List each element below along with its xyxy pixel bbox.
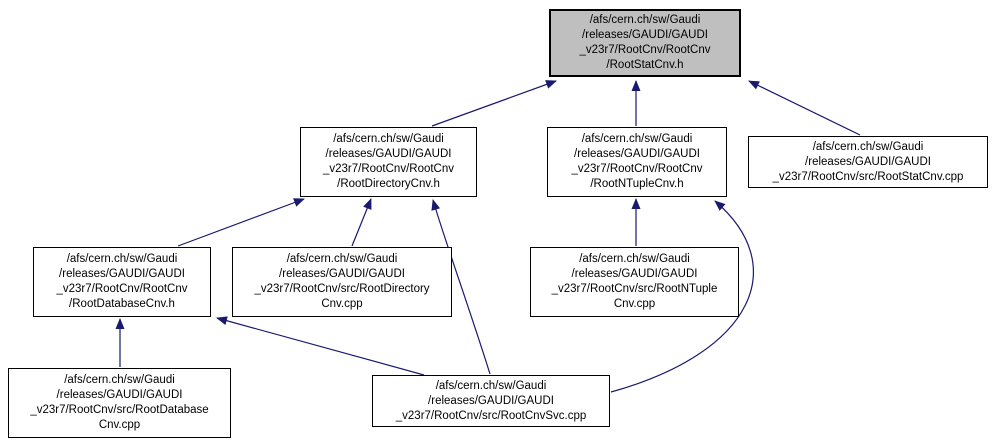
node-label-line: Cnv.cpp xyxy=(321,298,363,310)
node-label-line: _v23r7/RootCnv/RootCnv xyxy=(56,283,188,295)
node-label-line: /releases/GAUDI/GAUDI xyxy=(325,148,452,160)
edge-rootstatcnv-cpp-to-rootstatcnv-h xyxy=(748,80,861,136)
node-label-line: /afs/cern.ch/sw/Gaudi xyxy=(64,374,175,386)
node-label-line: /releases/GAUDI/GAUDI xyxy=(279,268,405,280)
node-label-line: /releases/GAUDI/GAUDI xyxy=(582,29,708,41)
node-label-line: /releases/GAUDI/GAUDI xyxy=(574,148,700,160)
node-label-line: /releases/GAUDI/GAUDI xyxy=(56,389,183,401)
edge-rootcnvsvc-cpp-to-rootdirectorycnv-h xyxy=(431,199,491,375)
node-label-line: _v23r7/RootCnv/RootCnv xyxy=(579,44,711,56)
node-label-line: /afs/cern.ch/sw/Gaudi xyxy=(812,140,924,153)
node-label-line: /RootNTupleCnv.h xyxy=(590,178,684,190)
node-label-line: /RootDatabaseCnv.h xyxy=(69,298,175,310)
node-label-line: /releases/GAUDI/GAUDI xyxy=(805,155,931,168)
node-label-line: _v23r7/RootCnv/src/RootNTuple xyxy=(551,283,718,295)
node-label-line: _v23r7/RootCnv/RootCnv xyxy=(571,163,703,175)
node-rootstatcnv-cpp[interactable]: /afs/cern.ch/sw/Gaudi /releases/GAUDI/GA… xyxy=(748,136,988,188)
node-label-line: _v23r7/RootCnv/src/RootDirectory xyxy=(254,283,430,295)
node-label-line: /afs/cern.ch/sw/Gaudi xyxy=(579,253,690,265)
node-label-line: /afs/cern.ch/sw/Gaudi xyxy=(333,133,444,145)
node-label-line: Cnv.cpp xyxy=(613,298,656,310)
node-label-line: _v23r7/RootCnv/src/RootDatabase xyxy=(30,404,209,416)
node-label-line: /RootStatCnv.h xyxy=(606,59,684,71)
node-rootdatabasecnv-h[interactable]: /afs/cern.ch/sw/Gaudi /releases/GAUDI/GA… xyxy=(33,247,211,317)
node-label-line: /afs/cern.ch/sw/Gaudi xyxy=(66,253,178,265)
node-rootntuplecnv-cpp[interactable]: /afs/cern.ch/sw/Gaudi /releases/GAUDI/GA… xyxy=(530,247,739,317)
edge-rootdirectorycnv-cpp-to-rootdirectorycnv-h xyxy=(351,198,372,247)
node-label-line: _v23r7/RootCnv/src/RootStatCnv.cpp xyxy=(772,170,964,183)
node-rootdirectorycnv-h[interactable]: /afs/cern.ch/sw/Gaudi /releases/GAUDI/GA… xyxy=(300,127,477,197)
node-rootstatcnv-h[interactable]: /afs/cern.ch/sw/Gaudi /releases/GAUDI/GA… xyxy=(549,9,741,77)
node-label-line: /afs/cern.ch/sw/Gaudi xyxy=(286,253,398,265)
node-label-line: /afs/cern.ch/sw/Gaudi xyxy=(589,14,701,26)
edge-rootcnvsvc-cpp-to-rootntuplecnv-h xyxy=(610,200,754,393)
node-label-line: _v23r7/RootCnv/src/RootCnvSvc.cpp xyxy=(395,409,587,422)
node-label-line: /afs/cern.ch/sw/Gaudi xyxy=(581,133,693,145)
edge-rootdirectorycnv-h-to-rootstatcnv-h xyxy=(431,80,557,127)
node-label-line: /releases/GAUDI/GAUDI xyxy=(59,268,185,280)
node-label-line: /afs/cern.ch/sw/Gaudi xyxy=(435,379,547,392)
node-rootdirectorycnv-cpp[interactable]: /afs/cern.ch/sw/Gaudi /releases/GAUDI/GA… xyxy=(232,247,452,317)
node-rootdatabasecnv-cpp[interactable]: /afs/cern.ch/sw/Gaudi /releases/GAUDI/GA… xyxy=(8,368,231,438)
edge-rootcnvsvc-cpp-to-rootdatabasecnv-h xyxy=(216,316,425,376)
node-rootcnvsvc-cpp[interactable]: /afs/cern.ch/sw/Gaudi /releases/GAUDI/GA… xyxy=(372,375,610,427)
node-label-line: _v23r7/RootCnv/RootCnv xyxy=(322,163,455,175)
node-label-line: /releases/GAUDI/GAUDI xyxy=(428,394,554,407)
node-label-line: /releases/GAUDI/GAUDI xyxy=(571,268,698,280)
edge-rootdatabasecnv-h-to-rootdirectorycnv-h xyxy=(177,198,305,247)
node-label-line: /RootDirectoryCnv.h xyxy=(337,178,440,190)
node-rootntuplecnv-h[interactable]: /afs/cern.ch/sw/Gaudi /releases/GAUDI/GA… xyxy=(547,127,727,197)
node-label-line: Cnv.cpp xyxy=(98,419,141,431)
